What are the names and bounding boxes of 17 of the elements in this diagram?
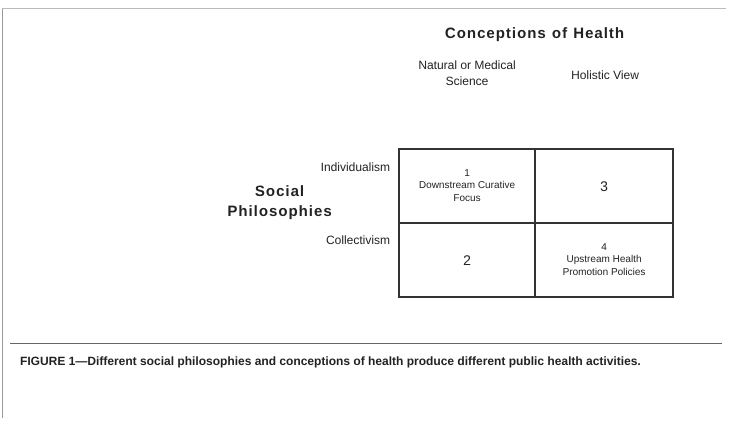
cell-number: 2 — [463, 252, 471, 268]
column-label: Holistic View — [570, 68, 640, 84]
row-label: Individualism — [320, 160, 390, 176]
row-heading: Social Philosophies — [226, 182, 334, 221]
table-cell — [398, 148, 536, 224]
cell-number: 4 — [601, 242, 607, 252]
cell-text: Upstream Health Promotion Policies — [562, 252, 646, 278]
column-label: Natural or Medical Science — [417, 58, 517, 90]
cell-text: Downstream Curative Focus — [418, 178, 516, 204]
table-cell — [398, 222, 536, 298]
table-cell — [534, 222, 674, 298]
cell-number: 1 — [464, 168, 470, 178]
figure-caption: FIGURE 1—Different social philosophies and conceptions of health produce different public health activities. — [20, 353, 642, 369]
row-label: Collectivism — [324, 233, 390, 249]
cell-number: 3 — [600, 178, 608, 194]
column-heading: Conceptions of Health — [444, 24, 626, 44]
table-cell — [534, 148, 674, 224]
